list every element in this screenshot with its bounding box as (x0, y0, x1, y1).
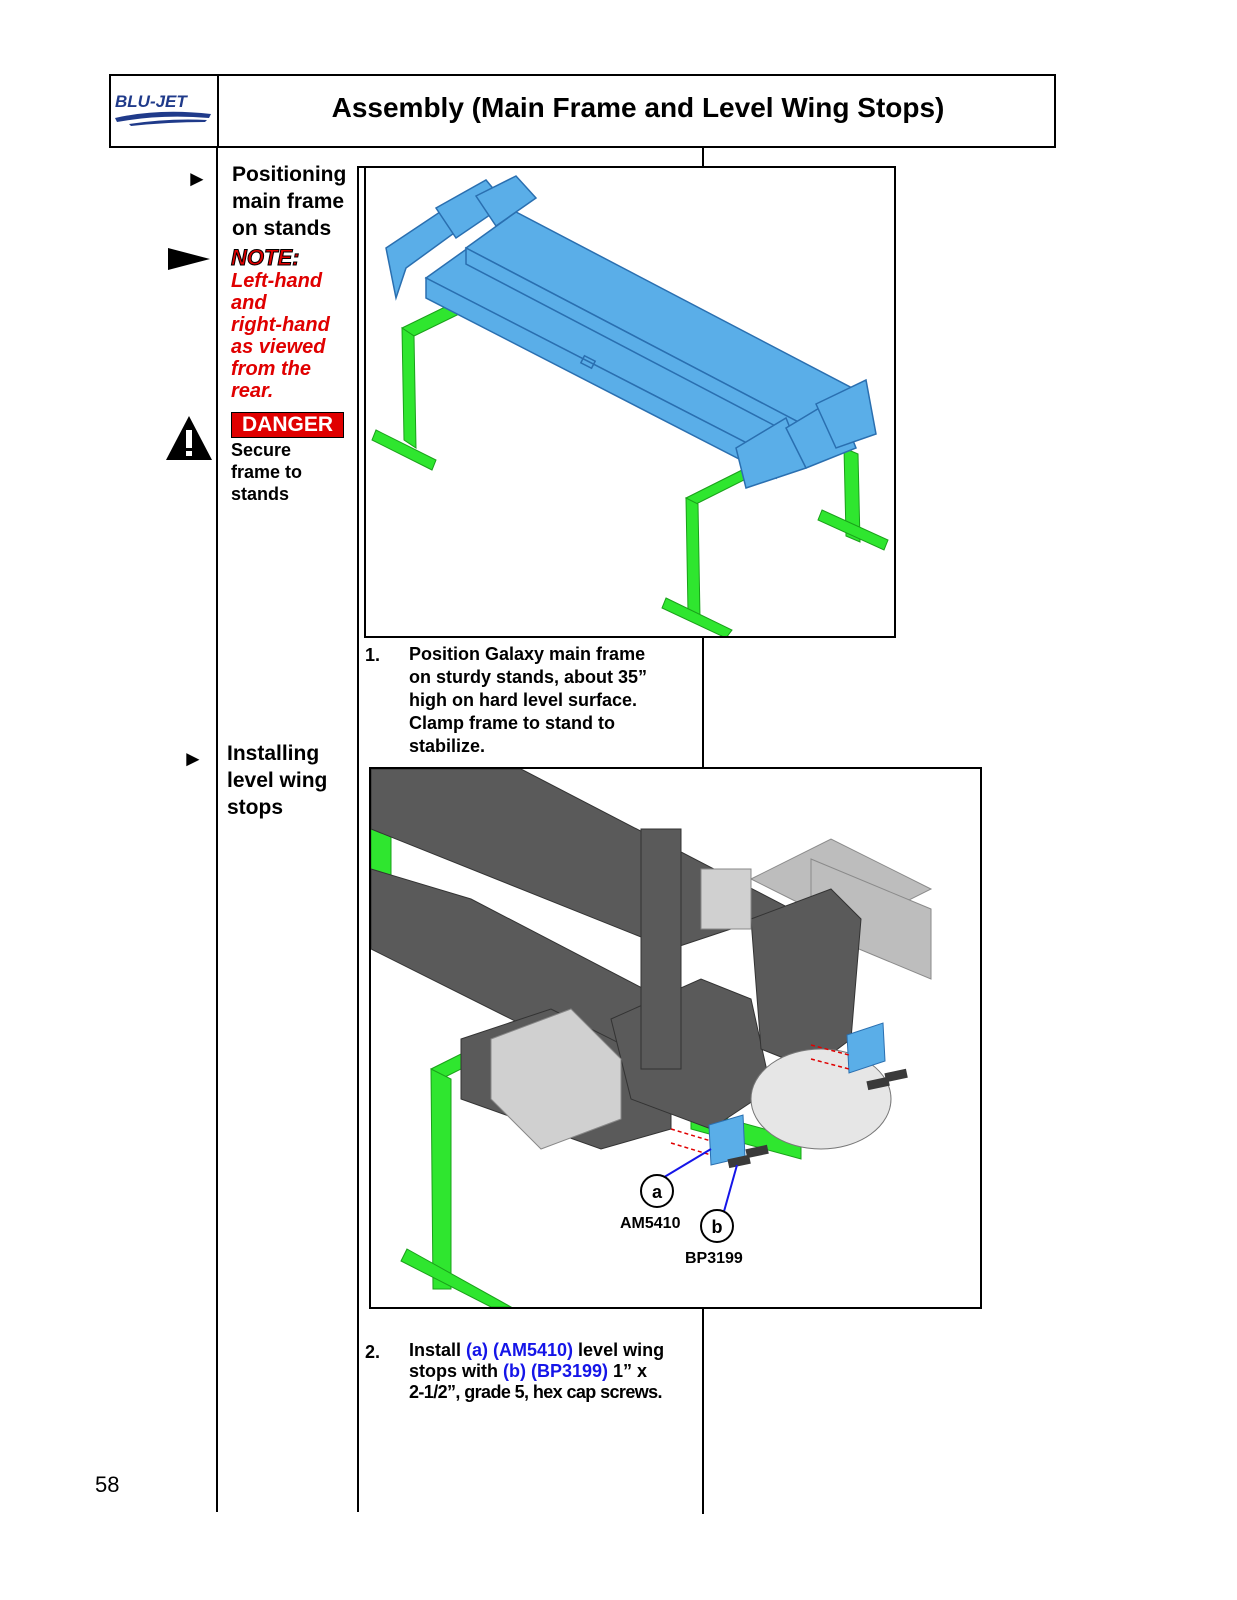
section-arrow-icon: ► (186, 166, 208, 191)
step-2-text: Install (a) (AM5410) level wing stops wi… (409, 1340, 665, 1402)
wing-stops-illustration (371, 769, 933, 1307)
note-text: Left-hand and right-hand as viewed from … (231, 270, 330, 402)
step-1-text: Position Galaxy main frame on sturdy sta… (409, 644, 648, 756)
figure-level-wing-stops (369, 767, 982, 1309)
note-label: NOTE: (230, 245, 300, 271)
section-arrow-icon: ► (182, 746, 204, 771)
callout-a: a (640, 1174, 674, 1208)
logo-text: BLU-JET (115, 92, 188, 111)
figure-main-frame-on-stands (364, 166, 896, 638)
logo-cell: BLU-JET (109, 74, 219, 148)
blu-jet-logo: BLU-JET (115, 92, 211, 126)
section-heading-installing: Installing level wing stops (227, 742, 328, 819)
column-divider-middle (357, 166, 359, 1512)
part-label-am5410: AM5410 (620, 1215, 681, 1232)
note-arrow-icon (168, 246, 212, 277)
danger-text: Secure frame to stands (231, 440, 303, 504)
part-ref-b: (b) (BP3199) (503, 1361, 609, 1381)
step-1-number: 1. (365, 645, 381, 665)
page-title: Assembly (Main Frame and Level Wing Stop… (331, 92, 945, 123)
header-box (109, 74, 1056, 148)
step-2-number: 2. (365, 1342, 381, 1362)
callout-b: b (700, 1209, 734, 1243)
main-frame-illustration (371, 175, 889, 636)
page-number: 58 (95, 1472, 120, 1497)
danger-badge: DANGER (231, 412, 345, 438)
column-top-connector (357, 166, 367, 168)
section-heading-positioning: Positioning main frame on stands (232, 163, 347, 240)
column-divider-right-mid (702, 638, 704, 768)
column-divider-left (216, 148, 218, 1512)
part-ref-a: (a) (AM5410) (466, 1340, 574, 1360)
column-divider-right-top (702, 148, 704, 168)
part-label-bp3199: BP3199 (685, 1250, 743, 1267)
warning-triangle-icon (164, 414, 214, 467)
column-divider-right-bottom (702, 1308, 704, 1514)
